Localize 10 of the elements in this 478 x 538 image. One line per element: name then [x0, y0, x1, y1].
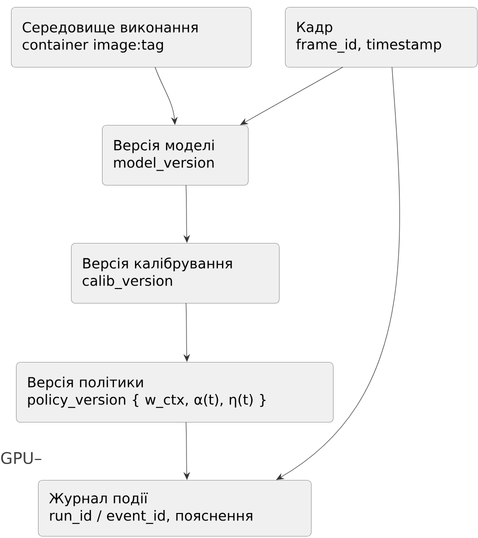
- process-box: Кадр frame_id, timestamp: [285, 7, 478, 68]
- process-box: Середовище виконання container image:tag: [11, 7, 252, 68]
- process-box: Версія політики policy_version { w_ctx, α(t), η(t) }: [16, 362, 334, 423]
- process-box: Версія моделі model_version: [102, 125, 249, 186]
- arrow: [154, 66, 178, 125]
- process-box: Журнал події run_id / event_id, пояснення: [38, 480, 312, 537]
- arrow: [240, 66, 344, 125]
- text-fragment: GPU–: [1, 452, 42, 464]
- arrow: [276, 66, 400, 480]
- process-box: Версія калібрування calib_version: [71, 243, 280, 304]
